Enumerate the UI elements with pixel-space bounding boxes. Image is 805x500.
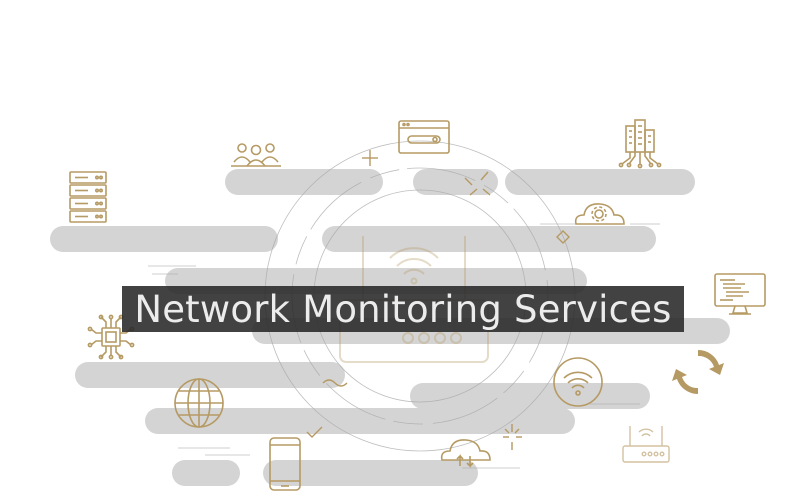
globe-icon [172, 376, 226, 430]
decor-bar [145, 408, 575, 434]
banner-title: Network Monitoring Services [134, 287, 672, 331]
cloud-transfer-icon [438, 436, 494, 470]
decor-bar [172, 460, 240, 486]
decor-bar [75, 362, 345, 388]
sync-arrows-icon [670, 344, 726, 400]
decor-bar [505, 169, 695, 195]
smartphone-icon [268, 436, 302, 492]
decor-bar [225, 169, 383, 195]
decor-bar [322, 226, 656, 252]
wifi-circle-icon [551, 355, 605, 409]
team-icon [230, 140, 282, 168]
decor-bar [50, 226, 278, 252]
title-banner: Network Monitoring Services [122, 286, 684, 332]
server-rack-icon [68, 170, 108, 224]
router-icon [620, 418, 672, 466]
cloud-settings-icon [572, 200, 628, 226]
browser-window-icon [397, 119, 451, 155]
monitor-code-icon [713, 272, 767, 316]
data-center-icon [612, 118, 668, 170]
